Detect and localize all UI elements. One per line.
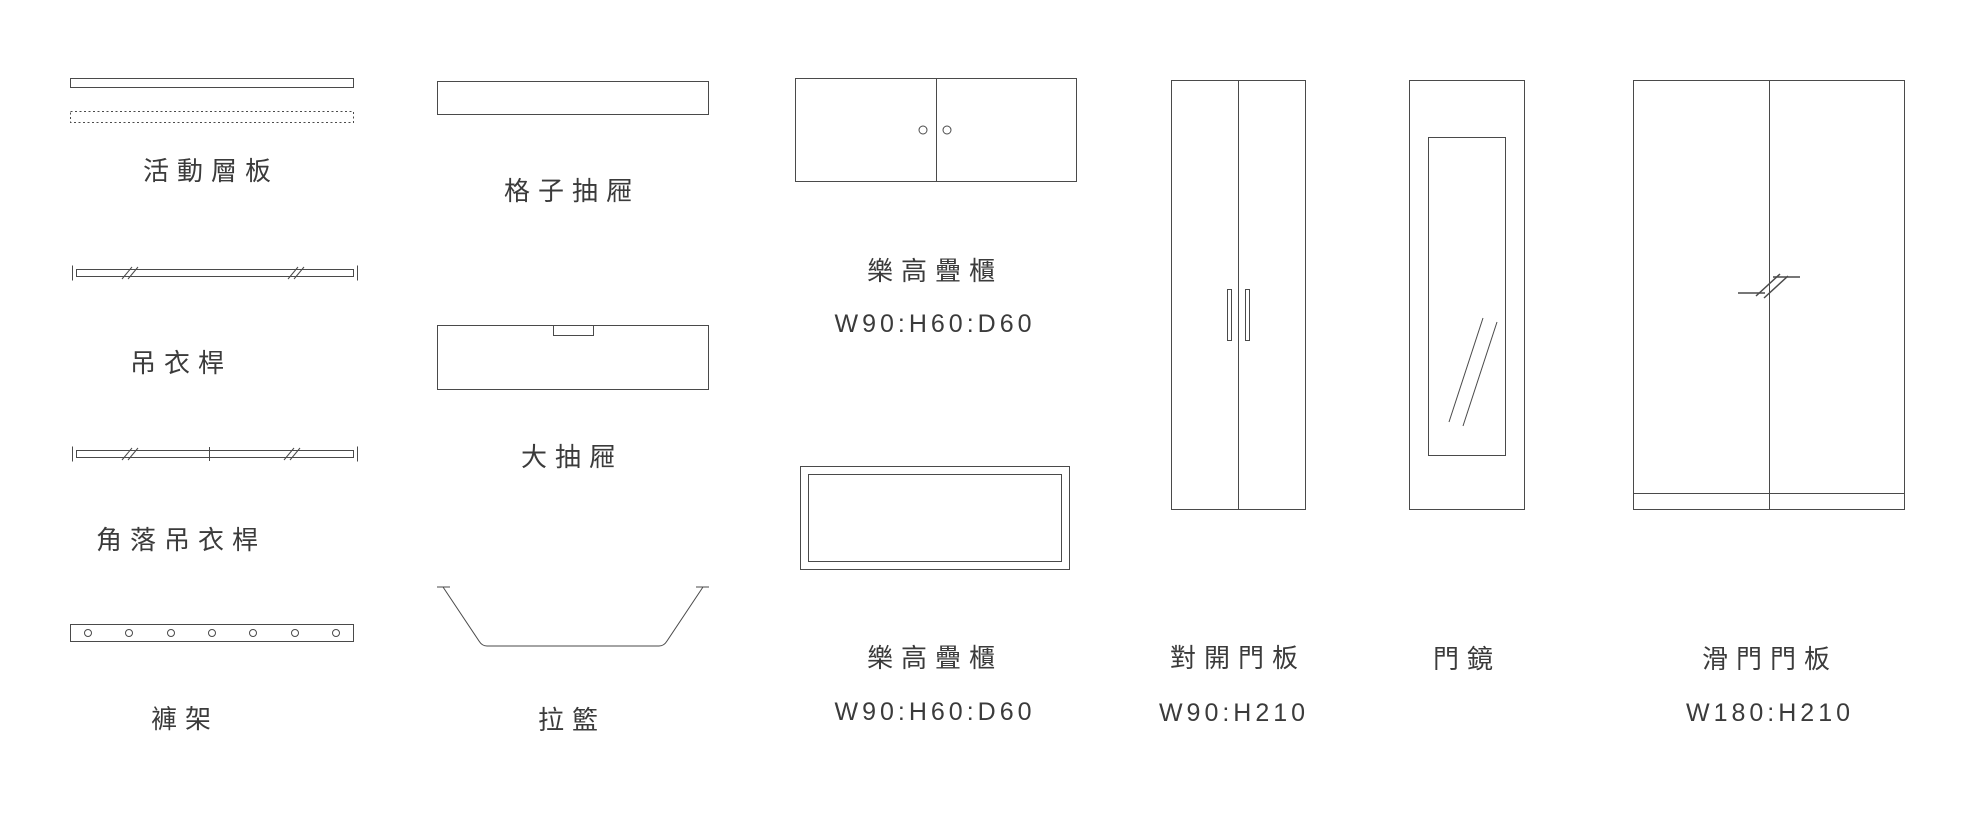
lego-cabinet-top-size-label: W90:H60:D60 — [834, 310, 1036, 338]
hanging-rod-label: 吊衣桿 — [129, 348, 233, 378]
sliding-door-size-label: W180:H210 — [1685, 699, 1855, 727]
mirror-door-icon — [1409, 80, 1525, 510]
sliding-door-label: 滑門門板 — [1701, 644, 1839, 674]
pants-rack-drawing — [70, 624, 354, 642]
grid-drawer-label: 格子抽屜 — [503, 176, 641, 206]
corner-hanging-rod-icon — [72, 446, 358, 462]
sliding-door-drawing — [1633, 80, 1905, 510]
lego-cabinet-top-label: 樂高疊櫃 — [866, 256, 1004, 286]
mirror-door-label: 門鏡 — [1432, 644, 1502, 674]
lego-cabinet-front-size-label: W90:H60:D60 — [834, 698, 1036, 726]
sliding-door-icon — [1633, 80, 1905, 510]
lego-cabinet-top-drawing — [795, 78, 1077, 182]
adjustable-shelf-label: 活動層板 — [142, 156, 280, 186]
basket-icon — [437, 586, 709, 647]
double-door-label: 對開門板 — [1169, 643, 1307, 673]
hanging-rod-drawing — [70, 263, 360, 283]
basket-drawing — [437, 585, 709, 650]
mirror-door-drawing — [1409, 80, 1525, 510]
double-door-size-label: W90:H210 — [1158, 699, 1310, 727]
lego-cabinet-front-label: 樂高疊櫃 — [866, 643, 1004, 673]
pants-rack-icon — [70, 624, 354, 642]
lego-cabinet-top-icon — [795, 78, 1077, 182]
big-drawer-icon — [437, 325, 709, 390]
lego-cabinet-front-icon — [800, 466, 1070, 570]
corner-hanging-rod-drawing — [70, 444, 360, 464]
adjustable-shelf-icon — [70, 78, 354, 123]
big-drawer-label: 大抽屜 — [520, 442, 624, 472]
pants-rack-label: 褲架 — [150, 704, 220, 734]
double-door-icon — [1171, 80, 1306, 510]
lego-cabinet-front-drawing — [800, 466, 1070, 570]
big-drawer-drawing — [437, 325, 709, 390]
grid-drawer-icon — [437, 81, 709, 115]
double-door-drawing — [1171, 80, 1306, 510]
hanging-rod-icon — [72, 265, 358, 281]
corner-hanging-rod-label: 角落吊衣桿 — [95, 525, 267, 555]
adjustable-shelf-drawing — [70, 78, 354, 124]
basket-label: 拉籃 — [537, 705, 607, 735]
grid-drawer-drawing — [437, 81, 709, 115]
